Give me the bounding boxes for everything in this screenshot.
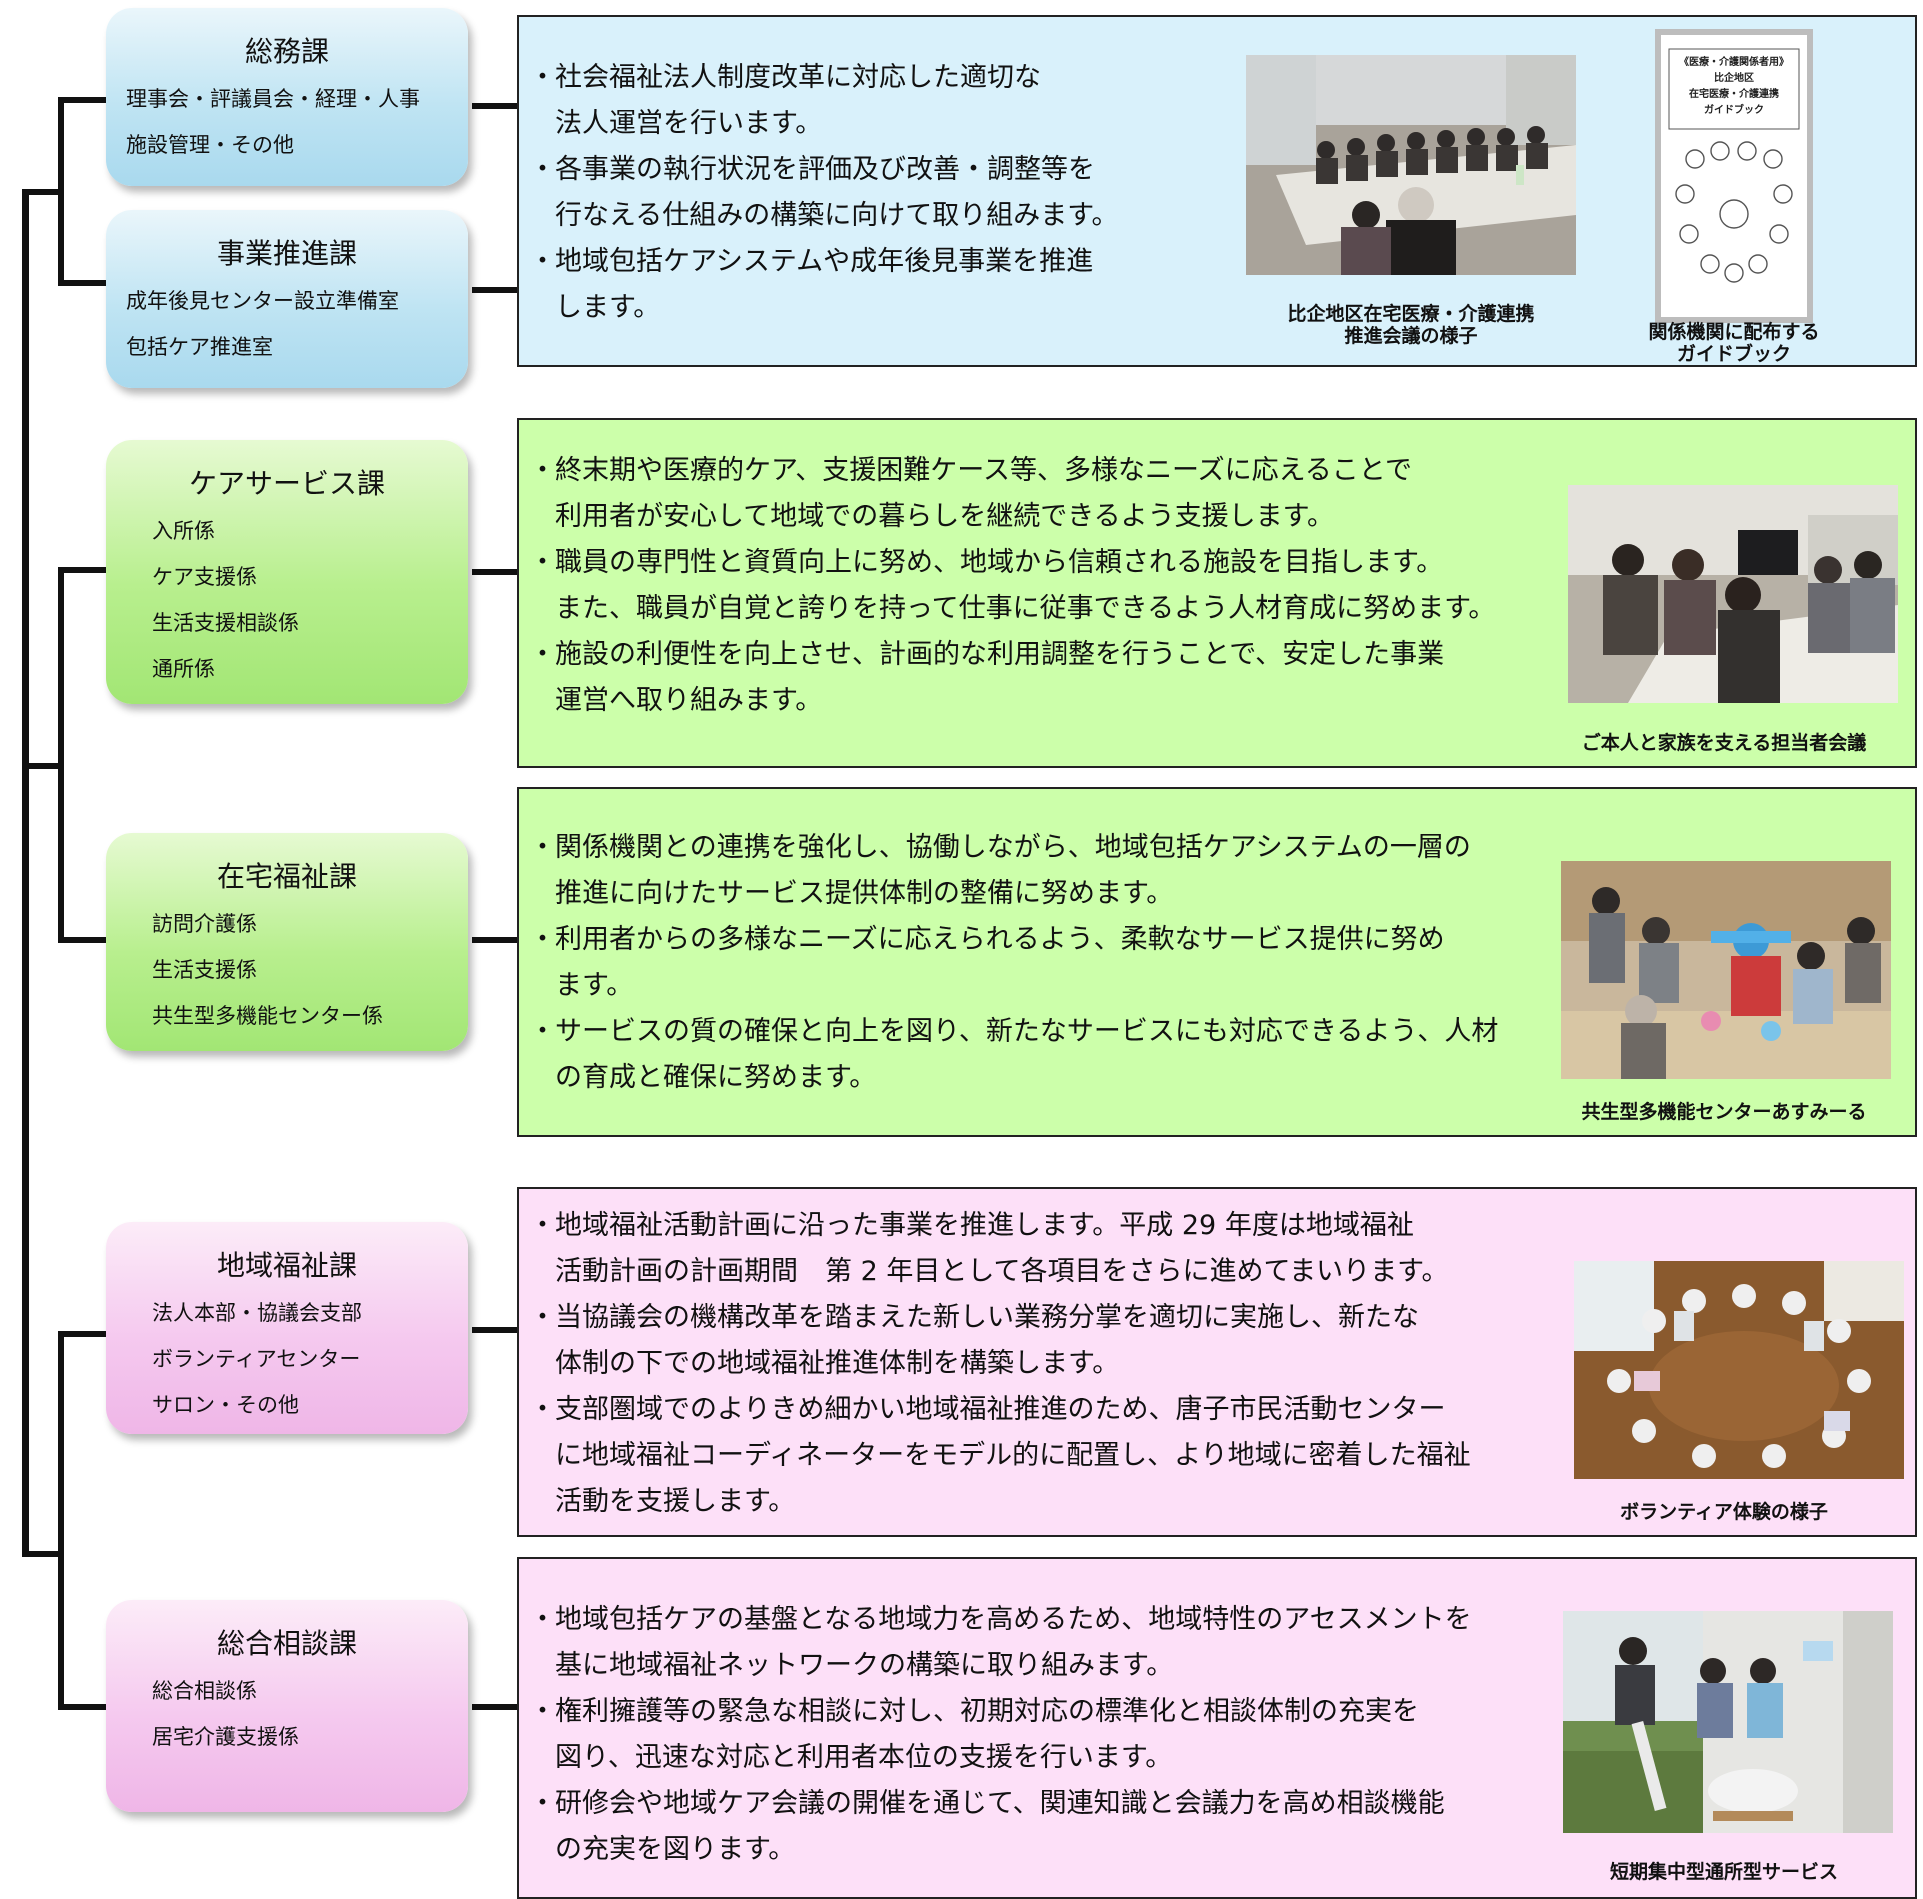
bullet-item: 支部圏域でのよりきめ細かい地域福祉推進のため、唐子市民活動センター に地域福祉コ… — [529, 1387, 1471, 1525]
bullet-item: 地域包括ケアの基盤となる地域力を高めるため、地域特性のアセスメントを 基に地域福… — [529, 1597, 1472, 1689]
connector-community-welfare-to-panel — [472, 1327, 520, 1333]
admin-group-vertical-line — [58, 97, 64, 285]
dept-title: 事業推進課 — [216, 237, 357, 270]
dept-title: 地域福祉課 — [216, 1249, 357, 1282]
bullet-item: 関係機関との連携を強化し、協働しながら、地域包括ケアシステムの一層の 推進に向け… — [529, 825, 1498, 917]
dept-item: 理事会・評議員会・経理・人事 — [126, 87, 420, 111]
tree-trunk-line — [22, 189, 29, 1556]
bullet-item: 地域包括ケアシステムや成年後見事業を推進 します。 — [529, 239, 1119, 331]
bullet-item: 職員の専門性と資質向上に努め、地域から信頼される施設を目指します。 また、職員が… — [529, 540, 1495, 632]
guidebook-text: 《医療・介護関係者用》 — [1679, 55, 1789, 68]
bullet-item: 研修会や地域ケア会議の開催を通じて、関連知識と会議力を高め相談機能 の充実を図り… — [529, 1781, 1472, 1873]
caption-care-conference: ご本人と家族を支える担当者会議 — [1581, 732, 1867, 754]
bullet-item: サービスの質の確保と向上を図り、新たなサービスにも対応できるよう、人材 の育成と… — [529, 1009, 1498, 1101]
dept-box-jigyo-suishin: 事業推進課 成年後見センター設立準備室 包括ケア推進室 — [106, 210, 468, 388]
branch-jigyo-line — [58, 280, 108, 286]
dept-item: 法人本部・協議会支部 — [152, 1301, 362, 1325]
photo-day-service — [1563, 1611, 1893, 1833]
care-group-vertical-line — [58, 567, 64, 942]
guidebook-text: 在宅医療・介護連携 — [1689, 87, 1779, 100]
dept-item: 訪問介護係 — [152, 912, 257, 936]
dept-item: 通所係 — [152, 657, 215, 681]
guidebook-text: 比企地区 — [1714, 71, 1754, 84]
dept-item: 生活支援相談係 — [152, 611, 299, 635]
connector-home-welfare-to-panel — [472, 937, 520, 943]
connector-care-service-to-panel — [472, 569, 520, 575]
bullet-list: 地域包括ケアの基盤となる地域力を高めるため、地域特性のアセスメントを 基に地域福… — [529, 1597, 1472, 1873]
trunk-to-care-group-line — [22, 763, 64, 769]
dept-item: 成年後見センター設立準備室 — [126, 289, 399, 313]
dept-title: ケアサービス課 — [188, 467, 385, 500]
dept-item: 生活支援係 — [152, 958, 257, 982]
dept-item: 総合相談係 — [152, 1679, 257, 1703]
bullet-item: 終末期や医療的ケア、支援困難ケース等、多様なニーズに応えることで 利用者が安心し… — [529, 448, 1495, 540]
caption-day-service: 短期集中型通所型サービス — [1609, 1861, 1838, 1883]
dept-item: ボランティアセンター — [152, 1347, 361, 1371]
trunk-to-community-group-line — [22, 1551, 64, 1557]
branch-somu-line — [58, 97, 108, 103]
dept-box-general-consultation: 総合相談課 総合相談係 居宅介護支援係 — [106, 1600, 468, 1812]
caption-guidebook: 関係機関に配布する ガイドブック — [1648, 321, 1820, 365]
dept-item: 施設管理・その他 — [126, 133, 294, 157]
dept-box-care-service: ケアサービス課 入所係 ケア支援係 生活支援相談係 通所係 — [106, 440, 468, 704]
bullet-item: 権利擁護等の緊急な相談に対し、初期対応の標準化と相談体制の充実を 図り、迅速な対… — [529, 1689, 1472, 1781]
connector-somu-to-panel — [472, 103, 520, 109]
panel-general-consultation: 地域包括ケアの基盤となる地域力を高めるため、地域特性のアセスメントを 基に地域福… — [517, 1557, 1917, 1899]
dept-box-home-welfare: 在宅福祉課 訪問介護係 生活支援係 共生型多機能センター係 — [106, 833, 468, 1051]
dept-item: 居宅介護支援係 — [152, 1725, 299, 1749]
bullet-item: 各事業の執行状況を評価及び改善・調整等を 行なえる仕組みの構築に向けて取り組みま… — [529, 147, 1119, 239]
panel-administration: 社会福祉法人制度改革に対応した適切な 法人運営を行います。 各事業の執行状況を評… — [517, 15, 1917, 367]
dept-box-community-welfare: 地域福祉課 法人本部・協議会支部 ボランティアセンター サロン・その他 — [106, 1222, 468, 1434]
dept-item: サロン・その他 — [152, 1393, 299, 1417]
bullet-list: 地域福祉活動計画に沿った事業を推進します。平成 29 年度は地域福祉 活動計画の… — [529, 1203, 1471, 1525]
panel-care-service: 終末期や医療的ケア、支援困難ケース等、多様なニーズに応えることで 利用者が安心し… — [517, 418, 1917, 768]
panel-home-welfare: 関係機関との連携を強化し、協働しながら、地域包括ケアシステムの一層の 推進に向け… — [517, 787, 1917, 1137]
community-group-vertical-line — [58, 1331, 64, 1710]
photo-care-conference — [1568, 485, 1898, 703]
connector-consultation-to-panel — [472, 1704, 520, 1710]
bullet-list: 終末期や医療的ケア、支援困難ケース等、多様なニーズに応えることで 利用者が安心し… — [529, 448, 1495, 724]
dept-item: 共生型多機能センター係 — [152, 1004, 383, 1028]
dept-box-somu: 総務課 理事会・評議員会・経理・人事 施設管理・その他 — [106, 8, 468, 186]
dept-title: 在宅福祉課 — [216, 860, 357, 893]
bullet-item: 施設の利便性を向上させ、計画的な利用調整を行うことで、安定した事業 運営へ取り組… — [529, 632, 1495, 724]
dept-item: 包括ケア推進室 — [126, 335, 273, 359]
bullet-list: 社会福祉法人制度改革に対応した適切な 法人運営を行います。 各事業の執行状況を評… — [529, 55, 1119, 331]
branch-consultation-line — [58, 1704, 108, 1710]
photo-meeting-room — [1246, 55, 1576, 275]
photo-guidebook-cover: 《医療・介護関係者用》 比企地区 在宅医療・介護連携 ガイドブック — [1655, 29, 1813, 323]
connector-jigyo-to-panel — [472, 287, 520, 293]
branch-home-welfare-line — [58, 937, 108, 943]
bullet-item: 利用者からの多様なニーズに応えられるよう、柔軟なサービス提供に努め ます。 — [529, 917, 1498, 1009]
bullet-item: 社会福祉法人制度改革に対応した適切な 法人運営を行います。 — [529, 55, 1119, 147]
bullet-item: 当協議会の機構改革を踏まえた新しい業務分掌を適切に実施し、新たな 体制の下での地… — [529, 1295, 1471, 1387]
bullet-list: 関係機関との連携を強化し、協働しながら、地域包括ケアシステムの一層の 推進に向け… — [529, 825, 1498, 1101]
dept-title: 総合相談課 — [216, 1627, 357, 1660]
caption-meeting: 比企地区在宅医療・介護連携 推進会議の様子 — [1287, 303, 1535, 347]
branch-community-welfare-line — [58, 1331, 108, 1337]
photo-multifunction-center — [1561, 861, 1891, 1079]
photo-volunteer-experience — [1574, 1261, 1904, 1479]
bullet-item: 地域福祉活動計画に沿った事業を推進します。平成 29 年度は地域福祉 活動計画の… — [529, 1203, 1471, 1295]
panel-community-welfare: 地域福祉活動計画に沿った事業を推進します。平成 29 年度は地域福祉 活動計画の… — [517, 1187, 1917, 1537]
dept-title: 総務課 — [244, 35, 329, 68]
dept-item: 入所係 — [152, 519, 215, 543]
caption-volunteer-experience: ボランティア体験の様子 — [1620, 1501, 1828, 1523]
guidebook-text: ガイドブック — [1704, 103, 1764, 116]
branch-care-service-line — [58, 567, 108, 573]
trunk-to-admin-group-line — [22, 189, 64, 195]
caption-multifunction-center: 共生型多機能センターあすみーる — [1581, 1101, 1867, 1123]
dept-item: ケア支援係 — [152, 565, 257, 589]
